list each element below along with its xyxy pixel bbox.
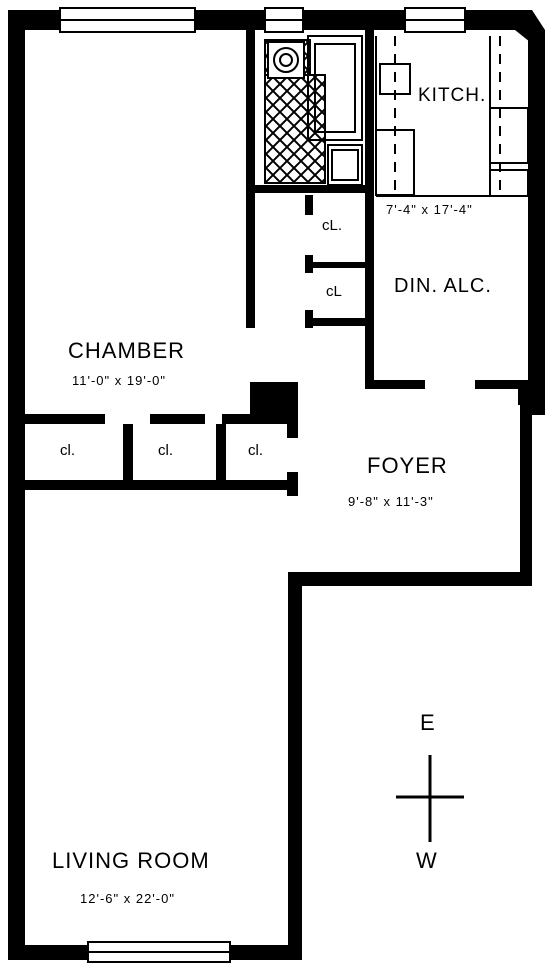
- room-dims-chamber: 11'-0" x 19'-0": [72, 373, 166, 388]
- closet-label-center: cl.: [158, 442, 173, 459]
- closet-label-middle: cL: [326, 283, 342, 300]
- room-label-dining: DIN. ALC.: [394, 275, 492, 297]
- room-label-foyer: FOYER: [367, 453, 448, 478]
- room-dims-dining: 7'-4" x 17'-4": [386, 202, 473, 217]
- room-dims-foyer: 9'-8" x 11'-3": [348, 494, 434, 509]
- closet-label-upper: cL.: [322, 217, 343, 234]
- room-label-living: LIVING ROOM: [52, 848, 210, 873]
- room-label-chamber: CHAMBER: [68, 338, 186, 363]
- closet-label-left: cl.: [60, 442, 75, 459]
- compass-label-top: E: [420, 710, 436, 735]
- room-dims-living: 12'-6" x 22'-0": [80, 891, 175, 906]
- compass-label-bottom: W: [416, 848, 438, 873]
- kitchen-fixtures: [375, 36, 529, 197]
- interior-walls: [25, 30, 528, 496]
- windows: [59, 7, 466, 963]
- bathroom-fixtures: [264, 35, 363, 186]
- closet-label-right: cl.: [248, 442, 263, 459]
- room-label-kitchen: KITCH.: [418, 85, 487, 106]
- compass-icon: [396, 755, 464, 842]
